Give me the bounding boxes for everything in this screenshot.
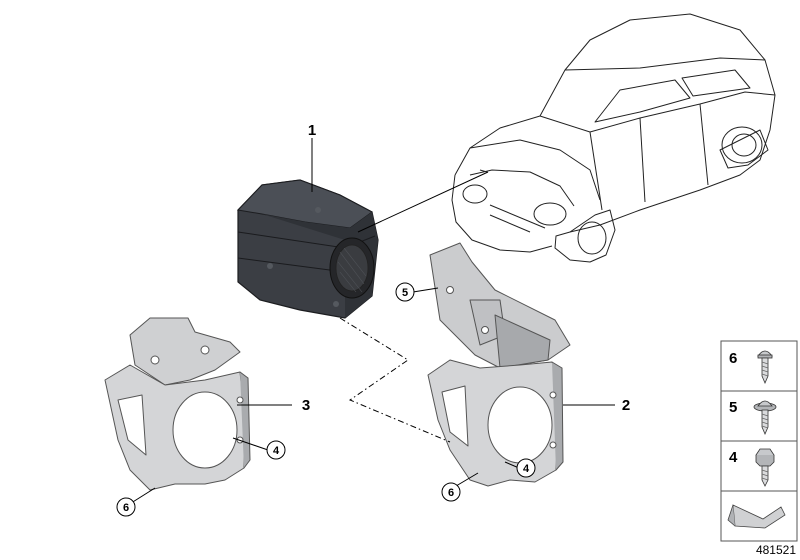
legend-row-screw: 6 [729, 350, 773, 385]
legend-number-4: 4 [729, 449, 738, 466]
svg-text:4: 4 [273, 445, 280, 457]
callout-screw-left: 6 [116, 497, 136, 517]
siren-part [236, 179, 379, 319]
callout-siren: 1 [308, 122, 316, 139]
legend-row-flange-screw: 5 [729, 399, 777, 436]
legend-row-hex-bolt: 4 [729, 448, 775, 487]
fastener-legend: 6 5 4 [720, 340, 798, 542]
legend-number-5: 5 [729, 399, 737, 416]
page-arrow-icon [727, 504, 786, 529]
callout-bolt-right: 4 [516, 458, 536, 478]
svg-text:4: 4 [523, 463, 530, 475]
flange-screw-icon [753, 400, 777, 436]
callout-bracket-left: 3 [302, 397, 310, 414]
svg-text:6: 6 [123, 502, 129, 514]
callout-bolt-left: 4 [266, 440, 286, 460]
bracket-left-part [104, 317, 251, 491]
callout-bracket-top: 5 [395, 282, 415, 302]
svg-text:5: 5 [402, 287, 408, 299]
hex-bolt-icon [755, 448, 775, 487]
legend-number-6: 6 [729, 350, 737, 367]
bracket-right-part [427, 242, 571, 487]
callout-bracket-right: 2 [622, 397, 630, 414]
callout-screw-right: 6 [441, 482, 461, 502]
diagram-number: 481521 [756, 543, 796, 557]
car-outline [451, 13, 776, 263]
svg-text:6: 6 [448, 487, 454, 499]
screw-icon [757, 350, 773, 385]
